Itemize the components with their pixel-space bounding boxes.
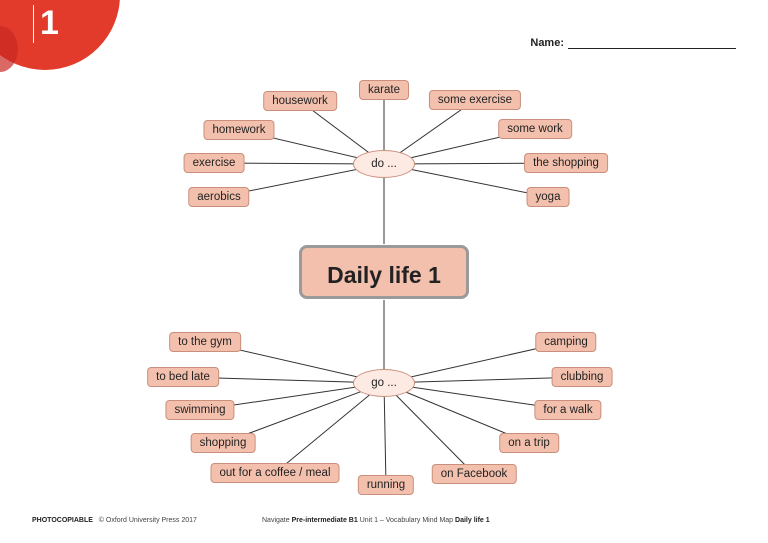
do-item: exercise [183, 153, 245, 173]
do-item: some exercise [428, 90, 522, 110]
central-topic: Daily life 1 [299, 245, 469, 299]
footer-left: PHOTOCOPIABLE © Oxford University Press … [32, 517, 197, 524]
copyright-text: © Oxford University Press 2017 [98, 517, 197, 524]
name-write-line [568, 38, 736, 49]
name-label: Name: [530, 37, 564, 49]
do-hub: do ... [353, 150, 415, 178]
do-item: yoga [526, 187, 570, 207]
do-item: the shopping [524, 153, 608, 173]
footer-topic: Daily life 1 [455, 517, 490, 524]
go-item: shopping [190, 433, 256, 453]
unit-text: Unit 1 – Vocabulary Mind Map [359, 517, 454, 524]
do-item: aerobics [188, 187, 250, 207]
do-item: housework [263, 91, 337, 111]
do-item: homework [203, 120, 275, 140]
course-prefix: Navigate [262, 517, 290, 524]
unit-divider [33, 5, 34, 43]
name-field: Name: [530, 37, 736, 49]
go-item: to bed late [147, 367, 219, 387]
go-hub: go ... [353, 369, 415, 397]
go-item: on Facebook [431, 464, 517, 484]
go-item: out for a coffee / meal [210, 463, 340, 483]
unit-number: 1 [40, 4, 59, 42]
go-item: camping [535, 332, 597, 352]
go-item: on a trip [499, 433, 559, 453]
unit-badge-accent [0, 26, 18, 72]
go-item: running [357, 475, 415, 495]
do-item: karate [359, 80, 409, 100]
go-item: for a walk [534, 400, 602, 420]
footer-center: Navigate Pre-intermediate B1 Unit 1 – Vo… [262, 517, 490, 524]
go-item: to the gym [169, 332, 241, 352]
course-level: Pre-intermediate B1 [291, 517, 358, 524]
go-item: swimming [165, 400, 235, 420]
go-item: clubbing [551, 367, 613, 387]
photocopiable-label: PHOTOCOPIABLE [32, 517, 93, 524]
do-item: some work [498, 119, 572, 139]
